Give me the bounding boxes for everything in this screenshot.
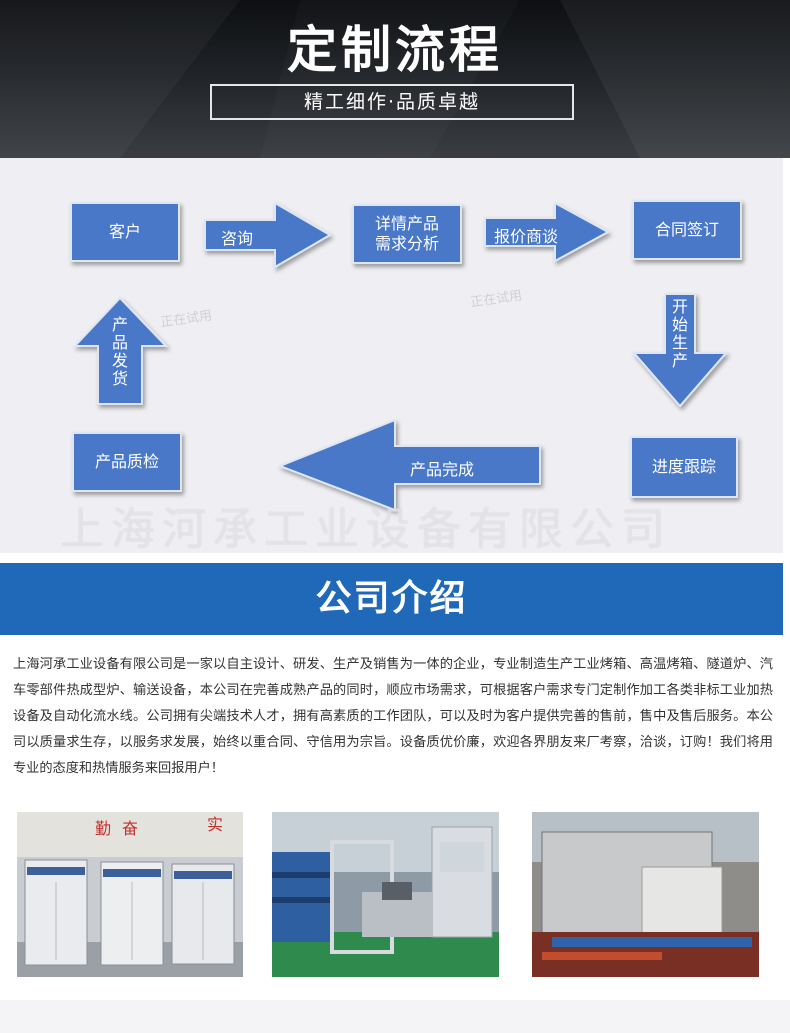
step-analysis-line2: 需求分析	[374, 234, 439, 253]
page-subtitle: 精工细作·品质卓越	[210, 84, 574, 120]
arrow-shipping-label: 产 品 发 货	[111, 315, 128, 388]
photo-sign-char: 奋	[122, 819, 138, 838]
factory-photo-furnace	[532, 812, 759, 977]
factory-photo-workshop	[272, 812, 499, 977]
company-heading: 公司介绍	[0, 563, 783, 635]
arrow-complete	[277, 418, 541, 512]
process-flow: 正在试用 正在试用 客户 详情产品 需求分析 合同签订 进度跟踪 产品质检 咨询…	[0, 158, 783, 553]
step-requirement-analysis: 详情产品 需求分析	[352, 204, 462, 264]
flow-arrows	[72, 201, 729, 512]
arrow-start-production	[631, 293, 729, 408]
arrow-consult	[204, 201, 332, 269]
arrow-quote	[484, 201, 611, 263]
company-intro-text: 上海河承工业设备有限公司是一家以自主设计、研发、生产及销售为一体的企业，专业制造…	[13, 657, 773, 776]
step-contract: 合同签订	[632, 200, 742, 260]
arrow-start-production-label: 开 始 生 产	[671, 297, 688, 370]
watermark-company: 上海河承工业设备有限公司	[60, 504, 672, 553]
step-customer: 客户	[70, 202, 180, 262]
photo-sign-char: 勤	[95, 819, 111, 838]
page-bottom-band	[0, 1000, 790, 1033]
step-inspection: 产品质检	[72, 432, 182, 492]
header-banner: 定制流程 精工细作·品质卓越	[0, 0, 790, 158]
arrow-consult-label: 咨询	[221, 229, 254, 248]
arrow-shipping	[72, 296, 169, 405]
factory-photo-ovens: 勤 奋 实	[17, 812, 243, 977]
page-title: 定制流程	[287, 21, 503, 79]
header-background	[0, 0, 790, 158]
photo-sign-char: 实	[207, 815, 223, 834]
arrow-complete-label: 产品完成	[410, 460, 475, 479]
step-analysis-line1: 详情产品	[374, 214, 439, 233]
arrow-quote-label: 报价商谈	[494, 227, 559, 246]
step-tracking: 进度跟踪	[630, 436, 738, 498]
